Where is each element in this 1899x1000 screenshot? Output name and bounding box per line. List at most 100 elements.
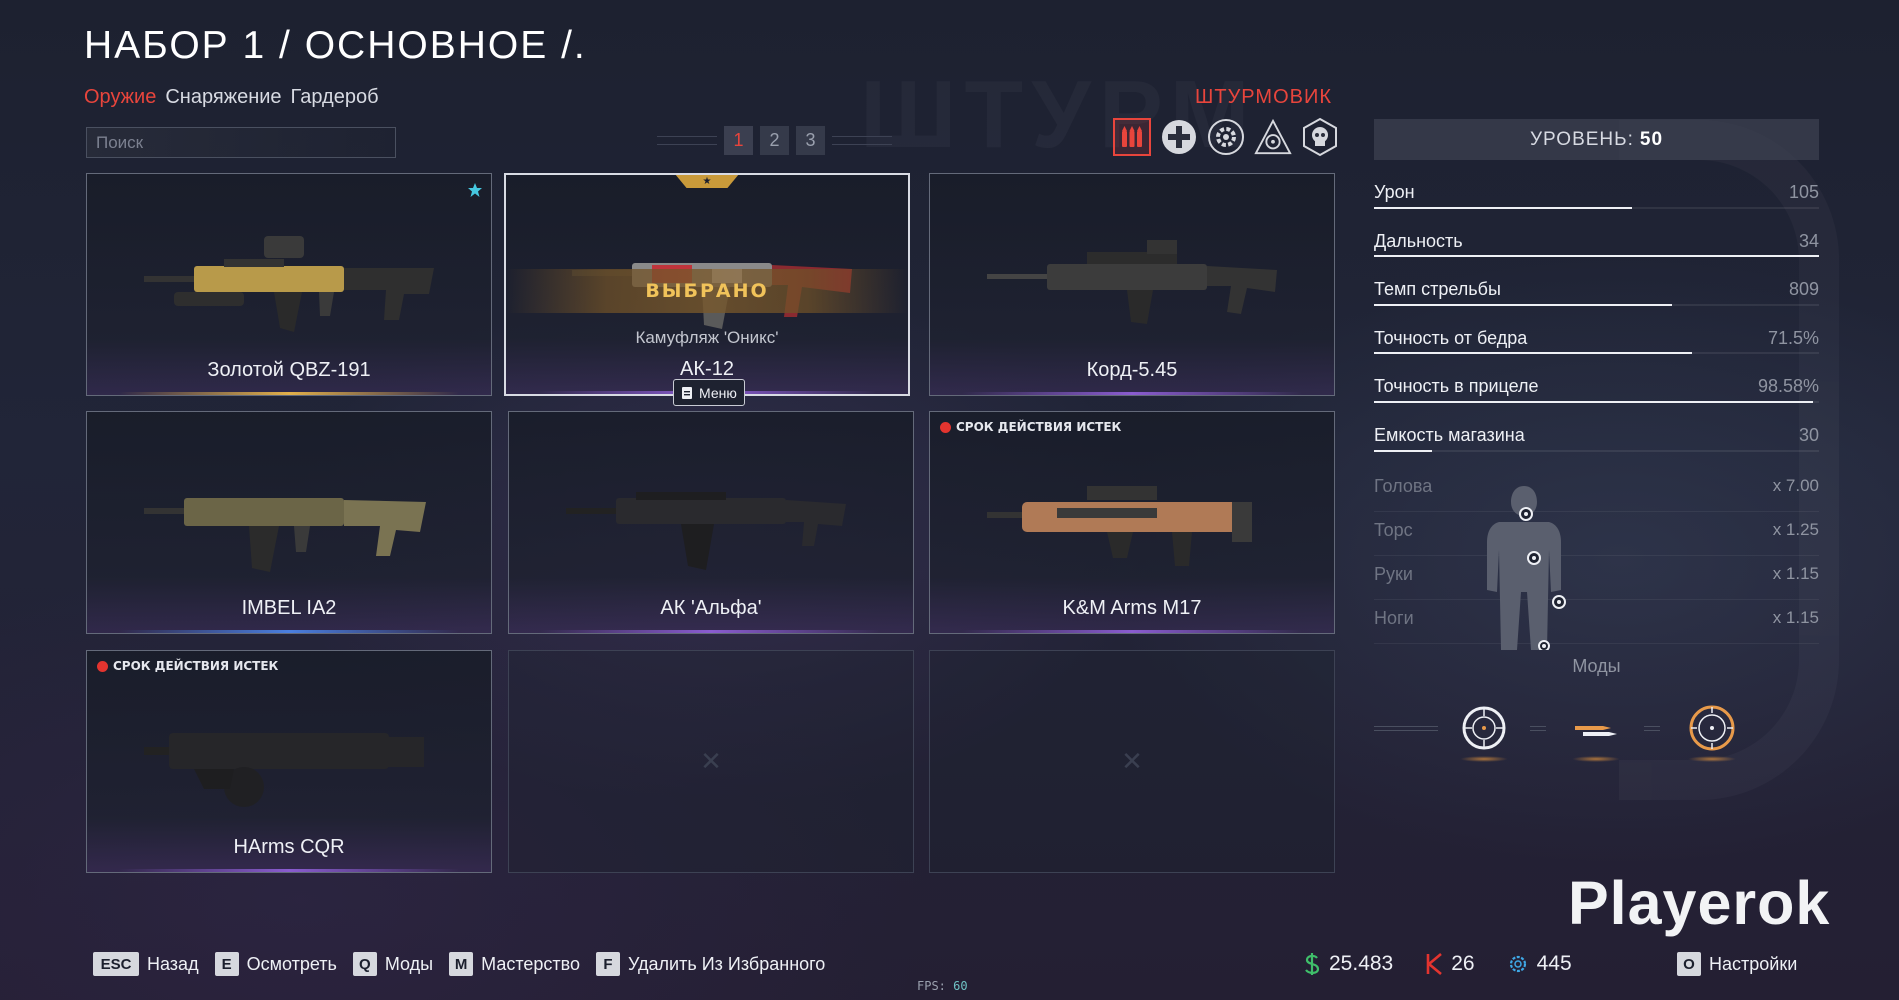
stat-value: 98.58% [1757,376,1819,397]
mods-divider [1530,726,1546,731]
empty-slot-icon: ✕ [1121,746,1143,777]
currency-value: 445 [1536,952,1572,975]
mods-title: Моды [1572,656,1621,676]
stat-bar [1374,449,1819,452]
empty-weapon-slot[interactable]: ✕ [508,650,914,873]
currency-kredits: 26 [1425,952,1475,976]
class-name: ШТУРМОВИК [1195,86,1332,108]
key-cap: E [214,952,239,976]
weapon-image [987,486,1252,566]
weapon-card-ak-alfa[interactable]: АК 'Альфа' [508,411,914,634]
ammo-icon[interactable] [1113,118,1151,156]
mods-row [1374,700,1819,762]
scope-icon [1462,706,1506,750]
weapon-name: АК 'Альфа' [660,597,762,619]
stat-label: Темп стрельбы [1374,279,1501,300]
weapon-image [144,236,434,332]
weapon-card-km-m17[interactable]: СРОК ДЕЙСТВИЯ ИСТЕК K&M Arms M17 [929,411,1335,634]
weapon-card-harms-cqr[interactable]: СРОК ДЕЙСТВИЯ ИСТЕК HArms CQR [86,650,492,873]
weapon-image [144,733,424,807]
stat-bar [1374,352,1819,355]
hotkey-label: Удалить Из Избранного [628,953,826,974]
mod-slot-scope[interactable] [1456,700,1512,762]
stat-value: 30 [1798,424,1819,445]
mods-divider [1374,726,1438,731]
hotkey-remove-favorite[interactable]: F Удалить Из Избранного [596,952,825,976]
expired-badge: СРОК ДЕЙСТВИЯ ИСТЕК [940,420,1121,434]
pager-line-right [832,136,892,145]
weapon-card-qbz191[interactable]: Золотой QBZ-191 [86,173,492,396]
hit-label: Голова [1374,476,1433,496]
weapon-image [987,240,1277,324]
hotkey-label: Мастерство [481,953,581,974]
page-title: НАБОР 1 / ОСНОВНОЕ /. [84,24,587,67]
empty-slot-icon: ✕ [700,746,722,777]
engineer-icon[interactable] [1207,118,1245,156]
dollar-icon [1305,953,1320,975]
weapon-name: K&M Arms M17 [1062,597,1202,619]
tab-equipment[interactable]: Снаряжение [165,86,282,108]
mod-glow [1460,756,1508,762]
sniper-icon[interactable] [1254,118,1292,156]
level-label: УРОВЕНЬ: [1529,128,1634,150]
stat-bar [1374,400,1819,403]
alert-icon [97,660,108,672]
key-cap: ESC [93,952,139,976]
search-input[interactable] [87,128,395,157]
hotkey-mastery[interactable]: M Мастерство [449,952,580,976]
page-3-button[interactable]: 3 [796,126,825,155]
weapon-card-imbel-ia2[interactable]: IMBEL IA2 [86,411,492,634]
mod-glow [1688,756,1736,762]
level-bar: УРОВЕНЬ: 50 [1374,119,1819,160]
stat-bar [1374,303,1819,306]
page-1-button[interactable]: 1 [724,126,753,155]
currency-value: 25.483 [1329,952,1394,975]
weapon-camo: Камуфляж 'Оникс' [635,328,779,347]
stat-value: 105 [1788,182,1819,202]
tab-weapons[interactable]: Оружие [84,86,157,108]
stat-label: Урон [1374,182,1415,202]
menu-hint-label: Меню [699,384,737,401]
hotkey-inspect[interactable]: E Осмотреть [214,952,337,976]
hotkey-label: Моды [384,953,434,974]
tab-wardrobe[interactable]: Гардероб [290,86,379,108]
hit-label: Торс [1374,520,1413,540]
stat-label: Дальность [1374,230,1463,251]
mod-slot-ammo[interactable] [1568,700,1624,762]
empty-weapon-slot[interactable]: ✕ [929,650,1335,873]
expired-label: СРОК ДЕЙСТВИЯ ИСТЕК [956,420,1122,434]
currency-value: 26 [1451,952,1475,975]
settings-button[interactable]: O Настройки [1677,952,1797,976]
alert-icon [940,421,951,433]
stat-value: 71.5% [1767,327,1819,348]
stat-row: Урон 105 [1374,160,1819,209]
menu-hint-button[interactable]: Меню [673,379,745,406]
hit-row-legs: Ноги x 1.15 [1374,600,1819,644]
fps-value: 60 [953,979,968,993]
document-icon [682,386,692,399]
stat-value: 809 [1788,279,1819,300]
hit-label: Руки [1374,564,1413,584]
mod-slot-sight[interactable] [1684,700,1740,762]
settings-label: Настройки [1709,953,1798,974]
ammo-mod-icon [1575,726,1617,736]
hit-label: Ноги [1374,608,1414,628]
weapon-name: IMBEL IA2 [241,597,337,619]
medic-icon[interactable] [1160,118,1198,156]
hotkey-back[interactable]: ESC Назад [93,952,199,976]
stat-bar [1374,255,1819,258]
stat-bar-fill [1374,255,1819,258]
brand-watermark: Playerok [1568,869,1831,937]
page-2-button[interactable]: 2 [760,126,789,155]
weapon-card-ak12[interactable]: ★ ВЫБРАНО Камуфляж 'Оникс' АК-12 [504,173,910,396]
hotkey-mods[interactable]: Q Моды [352,952,434,976]
weapon-name: Золотой QBZ-191 [207,359,371,381]
expired-badge: СРОК ДЕЙСТВИЯ ИСТЕК [97,659,278,673]
weapon-card-kord545[interactable]: Корд-5.45 [929,173,1335,396]
skull-icon[interactable] [1301,117,1339,157]
hit-value: x 7.00 [1772,476,1819,495]
